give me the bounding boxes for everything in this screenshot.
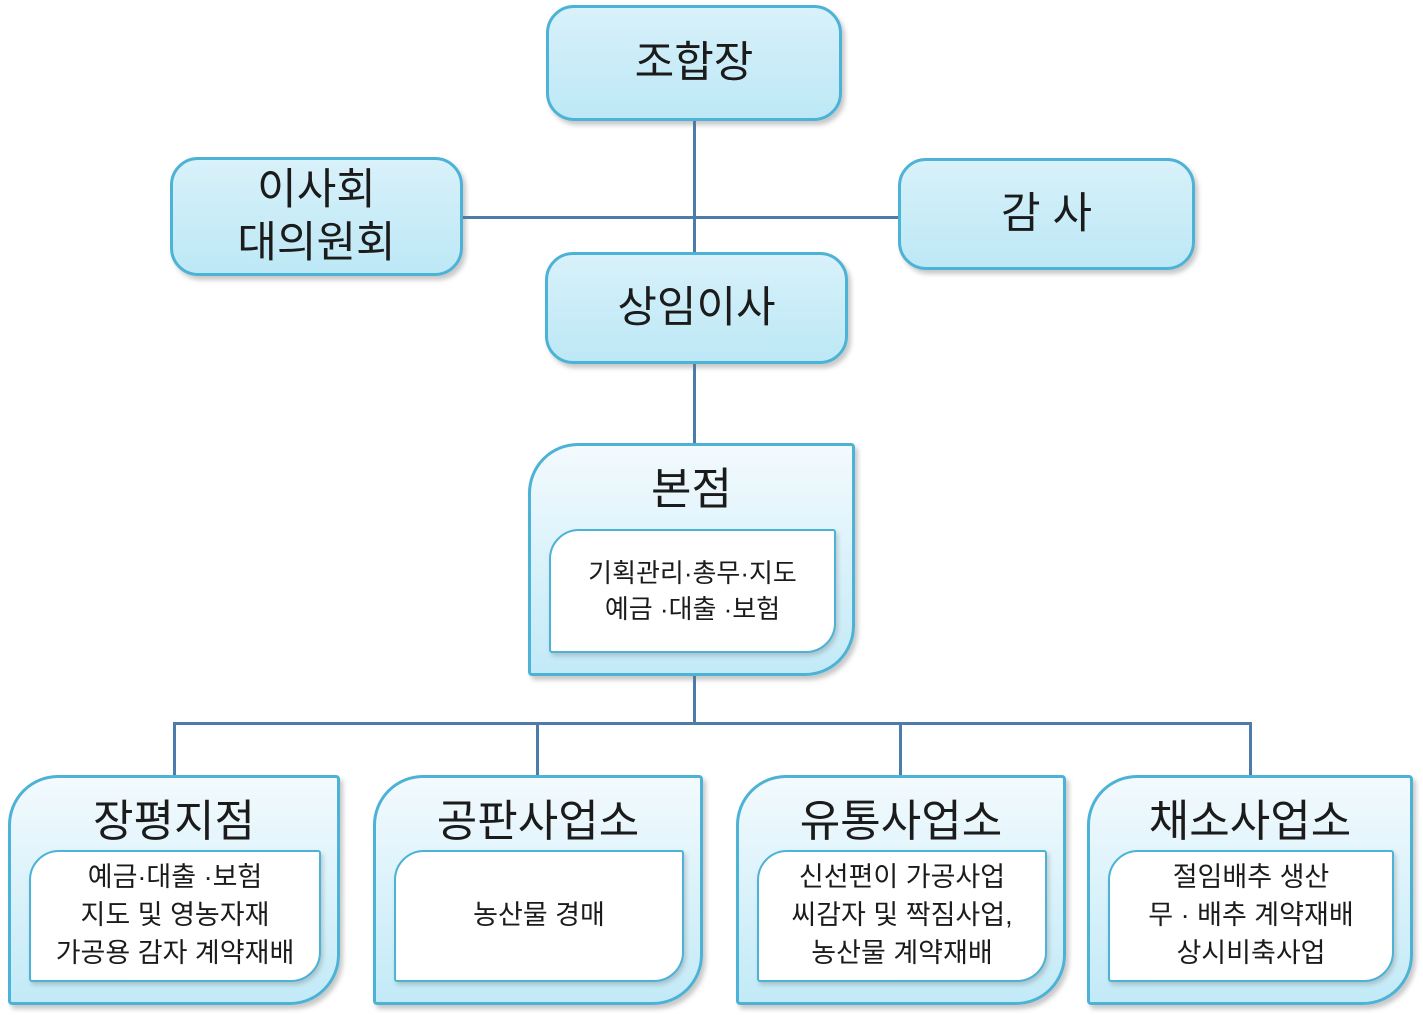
connector-chairman-executive	[693, 121, 696, 254]
detail-line: 예금·대출 ·보험	[87, 862, 263, 893]
node-branch-yutong: 유통사업소 신선편이 가공사업 씨감자 및 짝짐사업, 농산물 계약재배	[736, 775, 1066, 1005]
connector-drop-yutong	[899, 722, 902, 777]
detail-line: 신선편이 가공사업	[798, 862, 1006, 893]
node-auditor: 감 사	[898, 158, 1195, 270]
node-executive-director: 상임이사	[545, 252, 848, 364]
node-branch-details: 절임배추 생산 무 · 배추 계약재배 상시비축사업	[1108, 850, 1394, 982]
connector-board-auditor	[462, 216, 899, 219]
node-branch-gongpan: 공판사업소 농산물 경매	[373, 775, 703, 1005]
connector-headoffice-bus	[693, 675, 696, 723]
node-board-label-line2: 대의원회	[237, 218, 396, 267]
node-branch-details: 예금·대출 ·보험 지도 및 영농자재 가공용 감자 계약재배	[29, 850, 321, 982]
detail-line: 가공용 감자 계약재배	[55, 937, 295, 968]
detail-line: 기획관리·총무·지도	[588, 557, 797, 588]
detail-line: 예금 ·대출 ·보험	[604, 594, 781, 624]
node-branch-title: 유통사업소	[799, 797, 1003, 846]
node-branch-title: 장평지점	[93, 797, 255, 846]
connector-drop-jangpyeong	[173, 722, 176, 777]
node-chairman-label: 조합장	[634, 38, 754, 87]
connector-drop-chaeso	[1249, 722, 1252, 777]
node-chairman: 조합장	[546, 5, 842, 121]
node-auditor-label: 감 사	[1000, 189, 1093, 238]
detail-line: 상시비축사업	[1176, 937, 1326, 968]
node-branch-details: 신선편이 가공사업 씨감자 및 짝짐사업, 농산물 계약재배	[757, 850, 1047, 982]
connector-branch-bus	[174, 722, 1252, 725]
node-branch-title: 채소사업소	[1148, 797, 1352, 846]
node-head-office: 본점 기획관리·총무·지도 예금 ·대출 ·보험	[528, 443, 855, 676]
detail-line: 농산물 경매	[473, 900, 605, 931]
node-executive-director-label: 상임이사	[617, 283, 776, 332]
detail-line: 절임배추 생산	[1172, 862, 1330, 893]
node-branch-chaeso: 채소사업소 절임배추 생산 무 · 배추 계약재배 상시비축사업	[1087, 775, 1413, 1005]
node-board-label-line1: 이사회	[257, 166, 376, 215]
connector-executive-headoffice	[693, 363, 696, 445]
detail-line: 지도 및 영농자재	[80, 900, 270, 931]
node-board: 이사회 대의원회	[170, 157, 463, 276]
node-branch-details: 농산물 경매	[394, 850, 684, 982]
node-head-office-details: 기획관리·총무·지도 예금 ·대출 ·보험	[549, 529, 836, 653]
node-head-office-title: 본점	[651, 465, 732, 514]
detail-line: 무 · 배추 계약재배	[1148, 900, 1354, 931]
detail-line: 씨감자 및 짝짐사업,	[791, 900, 1013, 931]
connector-drop-gongpan	[536, 722, 539, 777]
node-branch-jangpyeong: 장평지점 예금·대출 ·보험 지도 및 영농자재 가공용 감자 계약재배	[8, 775, 340, 1005]
detail-line: 농산물 계약재배	[811, 937, 993, 968]
node-branch-title: 공판사업소	[436, 797, 640, 846]
